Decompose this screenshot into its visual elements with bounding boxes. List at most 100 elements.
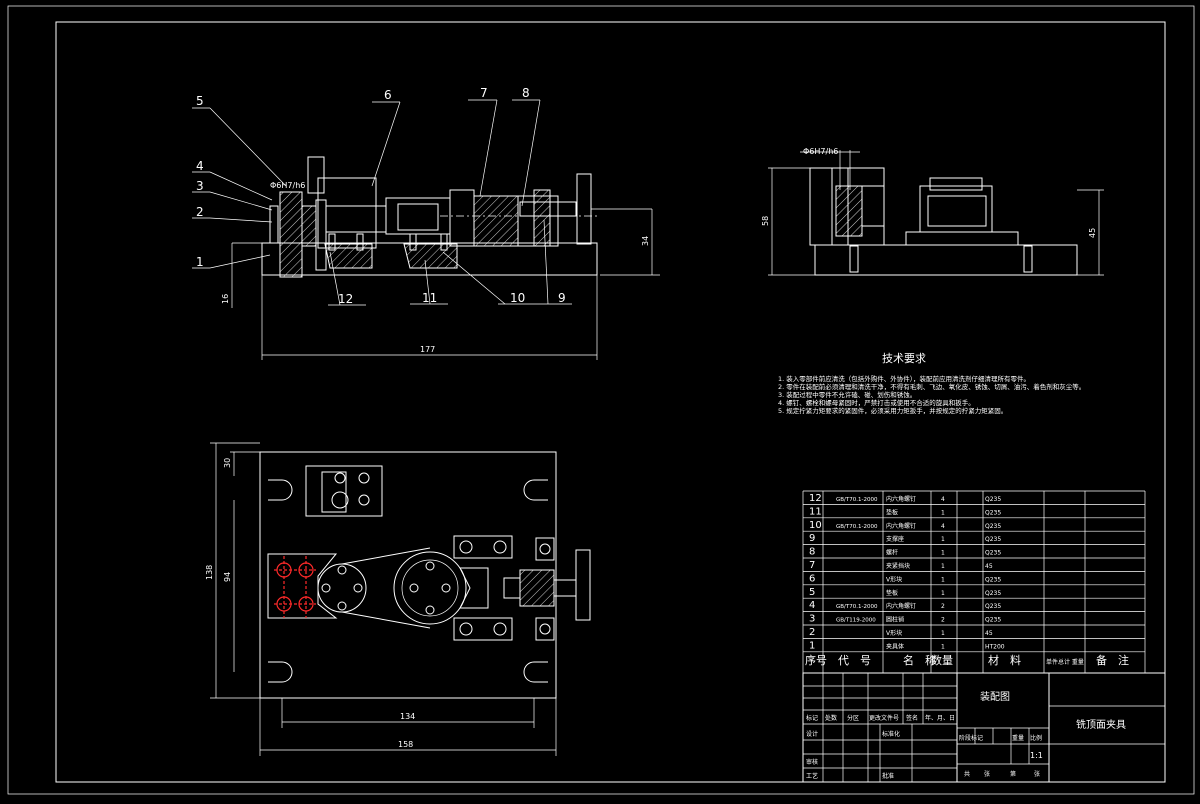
tb-label-change-doc: 更改文件号 <box>869 714 899 722</box>
bom-cell-qty: 4 <box>941 496 945 503</box>
bom-cell-material: HT200 <box>985 643 1005 650</box>
bom-cell-material: Q235 <box>985 550 1001 557</box>
bom-cell-code: GB/T119-2000 <box>836 618 876 624</box>
tech-req-line-4: 4. 螺钉、螺栓和螺母紧固时，严禁打击或使用不合适的旋具和扳手。 <box>778 398 975 407</box>
bom-header-cell: 序号 <box>805 653 827 667</box>
bom-cell-material: 45 <box>985 630 993 637</box>
tb-label-date: 年、月、日 <box>925 714 955 722</box>
bom-cell-qty: 1 <box>941 643 945 650</box>
dim-plan-width-inner: 134 <box>400 712 415 721</box>
bom-cell-name: 垫板 <box>886 589 898 597</box>
bom-cell-material: Q235 <box>985 576 1001 583</box>
bom-cell-material: Q235 <box>985 509 1001 516</box>
bom-cell-name: 夹紧挡块 <box>886 562 910 570</box>
tech-req-line-1: 1. 装入零部件前应清洗（包括外购件、外协件），装配前应用清洗剂仔细清理所有零件… <box>778 374 1030 383</box>
balloon-8: 8 <box>522 86 530 100</box>
dim-front-height-right: 34 <box>641 236 650 246</box>
bom-cell-qty: 1 <box>941 563 945 570</box>
tb-label-process: 工艺 <box>806 772 818 780</box>
balloon-7: 7 <box>480 86 488 100</box>
dim-side-height-left: 58 <box>761 216 770 226</box>
bom-header-cell: 材 料 <box>988 653 1021 667</box>
balloon-5: 5 <box>196 94 204 108</box>
balloon-1: 1 <box>196 255 204 269</box>
balloon-9: 9 <box>558 291 566 305</box>
bom-cell-material: Q235 <box>985 617 1001 624</box>
bom-cell-material: Q235 <box>985 603 1001 610</box>
bom-cell-index: 9 <box>809 533 815 544</box>
balloon-3: 3 <box>196 179 204 193</box>
outer-border <box>7 5 1195 795</box>
tb-label-weight: 重量 <box>1012 734 1024 742</box>
balloon-10: 10 <box>510 291 525 305</box>
side-view <box>768 150 1104 276</box>
tb-label-sheet: 张 <box>1034 770 1040 778</box>
bom-header-cell: 备 注 <box>1096 653 1129 667</box>
bom-cell-index: 12 <box>809 493 822 504</box>
bom-cell-index: 6 <box>809 573 815 584</box>
fit-annotation-side: Φ6H7/h6 <box>803 147 838 156</box>
bom-header-cell: 数量 <box>931 654 953 667</box>
front-view <box>192 99 660 360</box>
bom-cell-name: 内六角螺钉 <box>886 522 916 530</box>
bom-cell-material: Q235 <box>985 590 1001 597</box>
bom-cell-qty: 2 <box>941 603 945 610</box>
tb-label-approve: 批准 <box>882 772 894 780</box>
tb-label-sheets: 张 <box>984 770 990 778</box>
tb-label-sheet-no: 第 <box>1010 770 1016 778</box>
bom-cell-qty: 4 <box>941 523 945 530</box>
bom-cell-name: 内六角螺钉 <box>886 495 916 503</box>
bom-cell-index: 7 <box>809 560 815 571</box>
bom-cell-index: 3 <box>809 614 815 625</box>
tech-req-line-3: 3. 装配过程中零件不允许磕、碰、划伤和锈蚀。 <box>778 390 916 399</box>
bom-cell-material: Q235 <box>985 496 1001 503</box>
dim-plan-width-outer: 158 <box>398 740 413 749</box>
inner-border <box>55 21 1166 783</box>
title-block <box>802 672 1166 783</box>
bom-cell-name: V形块 <box>886 575 902 583</box>
tb-label-design: 设计 <box>806 730 818 738</box>
bom-cell-qty: 1 <box>941 630 945 637</box>
bom-cell-index: 2 <box>809 627 815 638</box>
balloon-12: 12 <box>338 292 353 306</box>
tb-label-ratio: 比例 <box>1030 734 1042 742</box>
tb-label-stage: 阶段标记 <box>959 734 983 742</box>
bom-header-cell: 代 号 <box>838 654 871 667</box>
drawing-name: 装配图 <box>980 690 1010 703</box>
bom-cell-material: Q235 <box>985 536 1001 543</box>
balloon-6: 6 <box>384 88 392 102</box>
bom-header-cell: 单件总计 重量 <box>1046 658 1084 666</box>
bom-cell-name: 支撑座 <box>886 535 904 543</box>
tb-label-standard: 标准化 <box>882 730 900 738</box>
bom-cell-qty: 2 <box>941 617 945 624</box>
bom-cell-qty: 1 <box>941 509 945 516</box>
tb-label-total: 共 <box>964 770 970 778</box>
bom-cell-qty: 1 <box>941 590 945 597</box>
tech-req-title: 技术要求 <box>882 352 926 365</box>
balloon-4: 4 <box>196 159 204 173</box>
dim-plan-height-outer: 138 <box>205 565 214 580</box>
bom-cell-index: 8 <box>809 547 815 558</box>
bom-cell-code: GB/T70.1-2000 <box>836 524 878 530</box>
bom-header-cell: 名 称 <box>903 653 936 667</box>
dim-front-length: 177 <box>420 345 435 354</box>
bom-cell-name: 内六角螺钉 <box>886 602 916 610</box>
tb-label-zone: 分区 <box>847 714 859 722</box>
tb-label-review: 审核 <box>806 758 818 766</box>
bom-cell-index: 1 <box>809 640 815 651</box>
bom-cell-name: 螺杆 <box>886 549 898 557</box>
plan-view <box>210 442 591 756</box>
tb-label-count: 处数 <box>825 714 837 722</box>
bom-table <box>802 490 1146 674</box>
bom-cell-code: GB/T70.1-2000 <box>836 497 878 503</box>
balloon-11: 11 <box>422 291 437 305</box>
bom-cell-index: 5 <box>809 587 815 598</box>
dim-side-height-right: 45 <box>1088 228 1097 238</box>
bom-cell-index: 4 <box>809 600 815 611</box>
bom-cell-index: 10 <box>809 520 822 531</box>
bom-cell-qty: 1 <box>941 550 945 557</box>
bom-cell-index: 11 <box>809 506 822 517</box>
